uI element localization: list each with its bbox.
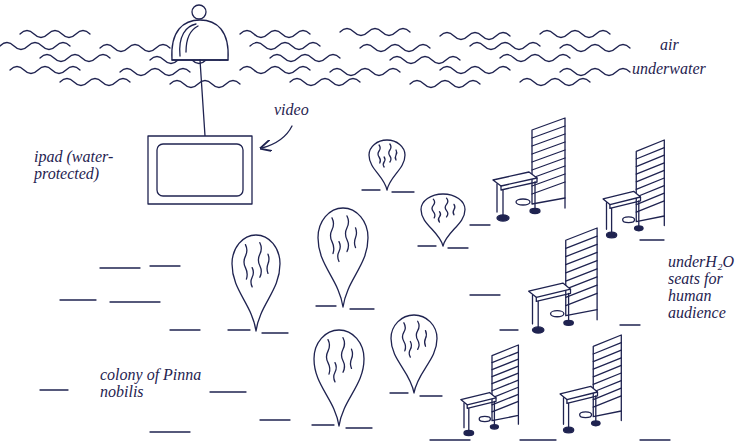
pinna-texture <box>432 198 455 222</box>
wave-line <box>440 33 510 40</box>
colony-label: colony of Pinna nobilis <box>100 366 220 400</box>
underwater-seat <box>461 345 519 436</box>
pinna-texture <box>244 243 269 287</box>
wave-line <box>540 31 610 38</box>
wave-line <box>100 45 170 52</box>
wave-line <box>500 55 570 62</box>
wave-line <box>60 79 130 86</box>
medium-label: air <box>660 36 720 53</box>
pinna-shell <box>232 235 280 331</box>
wave-line <box>10 67 80 74</box>
pinna-shell <box>421 194 465 246</box>
wave-line <box>40 55 110 62</box>
wave-line <box>170 81 240 88</box>
pinna-shell <box>318 208 368 307</box>
wave-line <box>0 43 70 50</box>
underwater-seat <box>493 118 565 221</box>
wave-line <box>20 31 90 38</box>
pinna-texture <box>327 338 353 382</box>
buoy-top <box>192 5 206 19</box>
pinna-texture <box>331 216 357 262</box>
pinna-shell <box>391 315 437 393</box>
water-surface <box>0 29 630 88</box>
underwater-seat <box>529 228 597 333</box>
buoy-pole <box>200 60 205 136</box>
wave-line <box>560 45 630 52</box>
pinna-shell <box>369 140 405 190</box>
seat-group <box>461 118 665 436</box>
wave-line <box>340 29 410 36</box>
underwater-seat <box>603 140 664 238</box>
wave-line <box>250 43 320 50</box>
wave-line <box>520 79 590 86</box>
leader-arrow <box>262 126 292 148</box>
wave-line <box>240 31 310 38</box>
wave-line <box>560 69 630 76</box>
wave-line <box>410 81 480 88</box>
buoy-hatching <box>172 24 228 60</box>
ipad-frame <box>148 136 252 204</box>
callout-label: video <box>274 101 334 118</box>
wave-line <box>270 55 340 62</box>
pinna-colony <box>232 140 465 426</box>
wave-line <box>440 67 510 74</box>
seabed-strokes <box>40 190 670 440</box>
buoy-ipad <box>148 5 252 204</box>
wave-line <box>360 45 430 52</box>
underwater-seat <box>560 335 621 433</box>
medium-label: underwater <box>632 60 742 77</box>
pinna-texture <box>378 144 397 167</box>
wave-line <box>470 43 540 50</box>
wave-line <box>240 67 310 74</box>
wave-line <box>120 69 190 76</box>
wave-line <box>390 57 460 64</box>
pinna-texture <box>403 321 427 357</box>
ipad-screen <box>157 144 243 196</box>
pinna-shell <box>314 330 364 426</box>
device-label: ipad (water-protected) <box>34 148 118 182</box>
wave-line <box>330 69 400 76</box>
wave-line <box>290 79 360 86</box>
buoy-dome <box>172 20 228 60</box>
seats-label: underH₂O seats for human audience <box>668 253 748 321</box>
